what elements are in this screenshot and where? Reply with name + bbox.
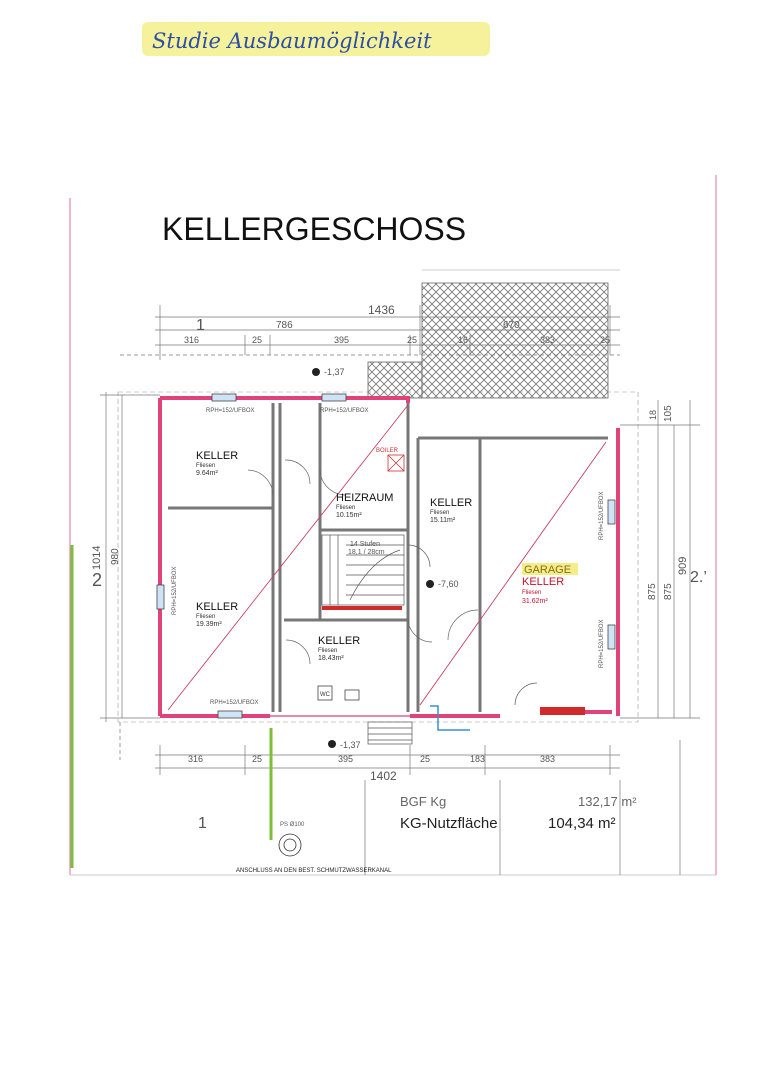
stair-steps: 14 Stufen xyxy=(350,541,380,548)
room-1-area: 9.64m² xyxy=(196,470,218,477)
wc-icon xyxy=(317,685,333,701)
sink-icon xyxy=(344,689,360,701)
windows xyxy=(156,393,616,719)
dim-top-seg-3: 395 xyxy=(334,335,349,345)
dim-top-seg-1: 316 xyxy=(184,335,199,345)
stair-treads xyxy=(321,534,405,606)
window-label-3: RPH=152/UFBOX xyxy=(172,566,178,615)
window-label-1: RPH=152/UFBOX xyxy=(206,408,255,414)
window-label-5: RPH=152/UFBOX xyxy=(599,491,605,540)
dim-top-left-span: 786 xyxy=(276,320,293,331)
door-swings xyxy=(247,459,538,706)
bgf-label: BGF Kg xyxy=(400,794,446,809)
ps-label: PS Ø100 xyxy=(280,822,305,828)
garage-highlight xyxy=(522,563,578,575)
room-4-name: KELLER xyxy=(318,635,360,647)
section-mark-bottom: 1 xyxy=(198,815,207,832)
outline-dashed xyxy=(117,391,639,723)
room-6-name2: KELLER xyxy=(522,576,564,588)
dim-bottom-seg-6: 383 xyxy=(540,754,555,764)
room-3-area: 10.15m² xyxy=(336,512,362,519)
window-label-6: RPH=152/UFBOX xyxy=(599,619,605,668)
right-dimension-lines xyxy=(620,400,700,719)
room-6-area: 31.62m² xyxy=(522,598,548,605)
interior-walls xyxy=(168,403,608,712)
dim-bottom-seg-3: 395 xyxy=(338,754,353,764)
pipe-line xyxy=(430,705,470,731)
room-1-name: KELLER xyxy=(196,450,238,462)
room-2-area: 19.39m² xyxy=(196,621,222,628)
dim-right-inner: 875 xyxy=(647,583,658,600)
section-mark-left: 2 xyxy=(92,570,102,590)
section-mark-top: 1 xyxy=(196,317,205,334)
section-mark-right: 2.’ xyxy=(690,569,707,586)
dim-bottom-seg-2: 25 xyxy=(252,754,262,764)
window-label-4: RPH=152/UFBOX xyxy=(210,700,259,706)
note-highlight xyxy=(142,22,490,56)
handwritten-note: Studie Ausbaumöglichkeit xyxy=(152,29,432,53)
dim-bottom-seg-1: 316 xyxy=(188,754,203,764)
room-6-name: GARAGE xyxy=(524,564,571,576)
boiler-label: BOILER xyxy=(376,448,399,454)
room-5-finish: Fliesen xyxy=(430,510,449,516)
garage-door-marker xyxy=(540,707,585,715)
nf-label: KG-Nutzfläche xyxy=(400,815,498,832)
diagonal-lines xyxy=(167,404,607,711)
wc-label: WC xyxy=(320,692,331,698)
dim-right-top-2: 18 xyxy=(648,410,658,420)
dim-left-inner: 980 xyxy=(110,548,121,565)
level-top: -1,37 xyxy=(324,367,345,377)
stair-ratio: 18,1 / 28cm xyxy=(348,549,385,556)
level-marker-icon xyxy=(312,368,434,748)
window-label-2: RPH=152/UFBOX xyxy=(320,408,369,414)
room-5-area: 15.11m² xyxy=(430,517,456,524)
room-2-finish: Fliesen xyxy=(196,614,215,620)
boiler-icon xyxy=(387,454,405,472)
room-3-name: HEIZRAUM xyxy=(336,492,393,504)
room-1-finish: Fliesen xyxy=(196,463,215,469)
dim-bottom-seg-4: 25 xyxy=(420,754,430,764)
room-4-finish: Fliesen xyxy=(318,648,337,654)
nf-value: 104,34 m² xyxy=(548,815,616,832)
stair-edge-marker xyxy=(322,606,402,610)
plan-title: KELLERGESCHOSS xyxy=(162,211,466,247)
entrance-steps xyxy=(367,721,413,745)
dim-right-top: 105 xyxy=(663,405,674,422)
room-3-finish: Fliesen xyxy=(336,505,355,511)
left-dimension-lines xyxy=(100,392,160,722)
dim-top-seg-4: 25 xyxy=(407,335,417,345)
footer-note: ANSCHLUSS AN DEN BEST. SCHMUTZWASSERKANA… xyxy=(236,868,392,874)
room-6-finish: Fliesen xyxy=(522,590,541,596)
terrace-hatch xyxy=(421,282,609,399)
room-4-area: 18.43m² xyxy=(318,655,344,662)
level-garage: -7,60 xyxy=(438,579,459,589)
dim-right-total: 909 xyxy=(677,557,689,575)
dim-top-seg-2: 25 xyxy=(252,335,262,345)
dim-top-total: 1436 xyxy=(368,303,395,317)
dim-bottom-seg-5: 183 xyxy=(470,754,485,764)
exterior-walls xyxy=(158,396,620,718)
room-5-name: KELLER xyxy=(430,497,472,509)
room-2-name: KELLER xyxy=(196,601,238,613)
terrace-hatch-small xyxy=(367,361,423,399)
manhole-icon xyxy=(278,833,302,857)
bgf-value: 132,17 m² xyxy=(578,794,637,809)
dim-left-total: 1014 xyxy=(91,546,103,570)
level-bottom: -1,37 xyxy=(340,740,361,750)
dim-right-inner-2: 875 xyxy=(663,583,674,600)
dim-bottom-total: 1402 xyxy=(370,769,397,783)
